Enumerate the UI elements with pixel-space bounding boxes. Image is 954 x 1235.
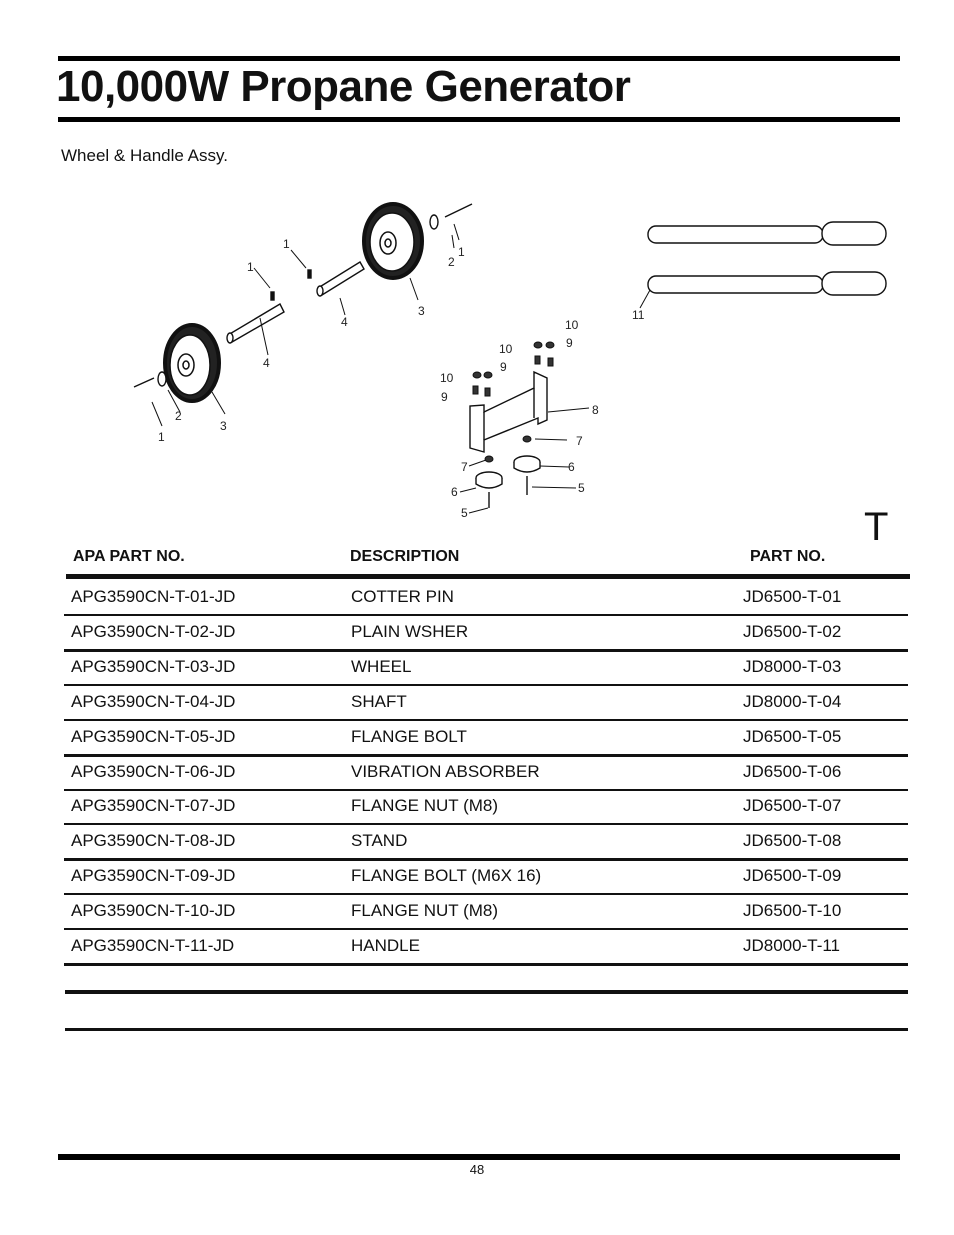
callout-10: 10 bbox=[499, 342, 513, 356]
apa-part-number: APG3590CN-T-08-JD bbox=[71, 831, 236, 850]
part-number: JD6500-T-07 bbox=[743, 796, 842, 815]
part-number: JD6500-T-06 bbox=[743, 762, 842, 781]
apa-part-number: APG3590CN-T-10-JD bbox=[71, 901, 236, 920]
part-number: JD6500-T-02 bbox=[743, 622, 842, 641]
callout-1: 1 bbox=[158, 430, 165, 444]
apa-part-number: APG3590CN-T-09-JD bbox=[71, 866, 236, 885]
part-description: PLAIN WSHER bbox=[351, 622, 469, 641]
part-description: SHAFT bbox=[351, 692, 407, 711]
apa-part-number: APG3590CN-T-01-JD bbox=[71, 587, 236, 606]
title-top-rule bbox=[58, 56, 900, 61]
table-row: APG3590CN-T-01-JD COTTER PIN JD6500-T-01 bbox=[64, 579, 908, 616]
header-description: DESCRIPTION bbox=[350, 548, 460, 565]
apa-part-number: APG3590CN-T-05-JD bbox=[71, 727, 236, 746]
table-row: APG3590CN-T-11-JD HANDLE JD8000-T-11 bbox=[64, 928, 908, 966]
apa-part-number: APG3590CN-T-11-JD bbox=[71, 936, 235, 955]
callout-6: 6 bbox=[451, 485, 458, 499]
title-bottom-rule bbox=[58, 117, 900, 122]
table-row: APG3590CN-T-10-JD FLANGE NUT (M8) JD6500… bbox=[64, 893, 908, 930]
callout-5: 5 bbox=[461, 506, 468, 520]
header-apa-part-no: APA PART NO. bbox=[73, 548, 185, 565]
part-description: COTTER PIN bbox=[351, 587, 454, 606]
part-description: HANDLE bbox=[351, 936, 420, 955]
callout-6: 6 bbox=[568, 460, 575, 474]
part-description: FLANGE BOLT bbox=[351, 727, 467, 746]
apa-part-number: APG3590CN-T-06-JD bbox=[71, 762, 236, 781]
callout-3: 3 bbox=[220, 419, 227, 433]
page-title: 10,000W Propane Generator bbox=[56, 62, 631, 111]
table-row: APG3590CN-T-09-JD FLANGE BOLT (M6X 16) J… bbox=[64, 858, 908, 895]
callout-9: 9 bbox=[441, 390, 448, 404]
callout-11: 11 bbox=[632, 308, 645, 322]
table-row: APG3590CN-T-07-JD FLANGE NUT (M8) JD6500… bbox=[64, 788, 908, 825]
apa-part-number: APG3590CN-T-03-JD bbox=[71, 657, 236, 676]
table-row: APG3590CN-T-03-JD WHEEL JD8000-T-03 bbox=[64, 649, 908, 686]
washer-and-pin-drawings bbox=[133, 203, 473, 388]
part-description: VIBRATION ABSORBER bbox=[351, 762, 540, 781]
callout-8: 8 bbox=[592, 403, 599, 417]
table-row: APG3590CN-T-05-JD FLANGE BOLT JD6500-T-0… bbox=[64, 719, 908, 757]
table-row: APG3590CN-T-08-JD STAND JD6500-T-08 bbox=[64, 823, 908, 861]
header-part-no: PART NO. bbox=[750, 548, 826, 565]
wheel-lower-drawing bbox=[163, 323, 221, 403]
table-header-rule bbox=[66, 574, 910, 579]
callout-7: 7 bbox=[461, 460, 468, 474]
nut-bolt-drawings bbox=[472, 341, 555, 463]
part-number: JD8000-T-11 bbox=[743, 936, 841, 955]
handle-drawings bbox=[647, 221, 887, 296]
apa-part-number: APG3590CN-T-04-JD bbox=[71, 692, 236, 711]
part-number: JD6500-T-01 bbox=[743, 587, 842, 606]
footer-rule bbox=[58, 1154, 900, 1160]
callout-2: 2 bbox=[448, 255, 455, 269]
table-row: APG3590CN-T-02-JD PLAIN WSHER JD6500-T-0… bbox=[64, 614, 908, 652]
absorber-drawings bbox=[475, 455, 541, 508]
part-number: JD6500-T-08 bbox=[743, 831, 842, 850]
part-number: JD6500-T-09 bbox=[743, 866, 842, 885]
callout-1: 1 bbox=[283, 237, 290, 251]
table-row: APG3590CN-T-04-JD SHAFT JD8000-T-04 bbox=[64, 684, 908, 721]
part-description: FLANGE BOLT (M6X 16) bbox=[351, 866, 542, 885]
callout-9: 9 bbox=[566, 336, 573, 350]
callout-10: 10 bbox=[565, 318, 579, 332]
exploded-parts-diagram: 1 1 1 1 2 2 3 3 4 4 5 5 6 6 7 7 8 9 9 9 … bbox=[133, 202, 887, 520]
page-number: 48 bbox=[469, 1162, 485, 1177]
assembly-subtitle: Wheel & Handle Assy. bbox=[61, 146, 228, 165]
apa-part-number: APG3590CN-T-07-JD bbox=[71, 796, 236, 815]
part-description: FLANGE NUT (M8) bbox=[351, 796, 499, 815]
section-letter: T bbox=[864, 505, 889, 549]
part-description: FLANGE NUT (M8) bbox=[351, 901, 499, 920]
table-bottom-rule bbox=[65, 1028, 908, 1031]
part-number: JD8000-T-03 bbox=[743, 657, 842, 676]
callout-7: 7 bbox=[576, 434, 583, 448]
callout-5: 5 bbox=[578, 481, 585, 495]
table-empty-rule bbox=[65, 990, 908, 994]
part-number: JD6500-T-05 bbox=[743, 727, 842, 746]
callout-3: 3 bbox=[418, 304, 425, 318]
shaft-drawings bbox=[226, 261, 365, 344]
wheel-upper-drawing bbox=[362, 202, 424, 280]
stand-drawing bbox=[469, 370, 548, 453]
callout-4: 4 bbox=[341, 315, 348, 329]
callout-4: 4 bbox=[263, 356, 270, 370]
part-description: STAND bbox=[351, 831, 408, 850]
part-number: JD8000-T-04 bbox=[743, 692, 842, 711]
callout-9: 9 bbox=[500, 360, 507, 374]
part-description: WHEEL bbox=[351, 657, 412, 676]
apa-part-number: APG3590CN-T-02-JD bbox=[71, 622, 236, 641]
callout-1: 1 bbox=[458, 245, 465, 259]
callout-10: 10 bbox=[440, 371, 454, 385]
part-number: JD6500-T-10 bbox=[743, 901, 842, 920]
callout-leader-lines bbox=[151, 223, 651, 514]
callout-1: 1 bbox=[247, 260, 254, 274]
table-row: APG3590CN-T-06-JD VIBRATION ABSORBER JD6… bbox=[64, 754, 908, 791]
callout-2: 2 bbox=[175, 409, 182, 423]
